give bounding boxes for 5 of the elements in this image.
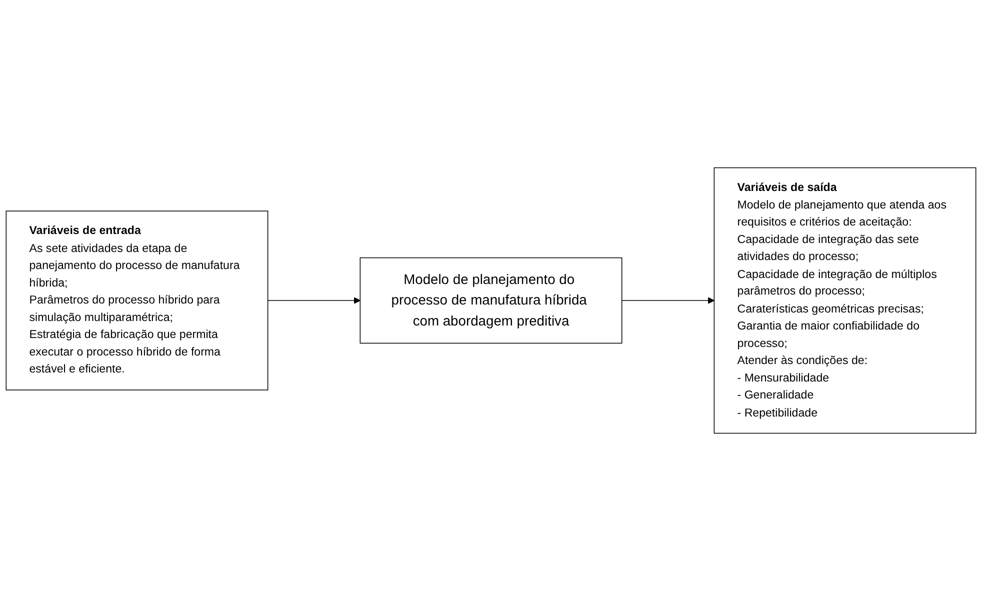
node-box: Variáveis de entrada As sete atividades da etapa de panejamento do processo de manufatura híbrida; Parâmetros do processo híbrido para simulação multiparamétrica; Estratégia de fabricação que permita executar o processo híbrido de forma estável e eficiente. bbox=[6, 210, 268, 390]
arrow bbox=[621, 297, 714, 304]
node-box: Modelo de planejamento do processo de manufatura híbrida com abordagem preditiva bbox=[360, 257, 622, 344]
node-box: Variáveis de saída Modelo de planejamento que atenda aos requisitos e critérios de aceitação: Capacidade de integração das sete atividades do processo; Capacidade de integração de múltiplos parâmetros do processo; Caraterísticas geométricas precisas; Garantia de maior confiabilidade do processo; Atender às condições de: - Mensurabilidade - Generalidade - Repetibilidade bbox=[714, 167, 976, 434]
arrow bbox=[267, 297, 360, 304]
